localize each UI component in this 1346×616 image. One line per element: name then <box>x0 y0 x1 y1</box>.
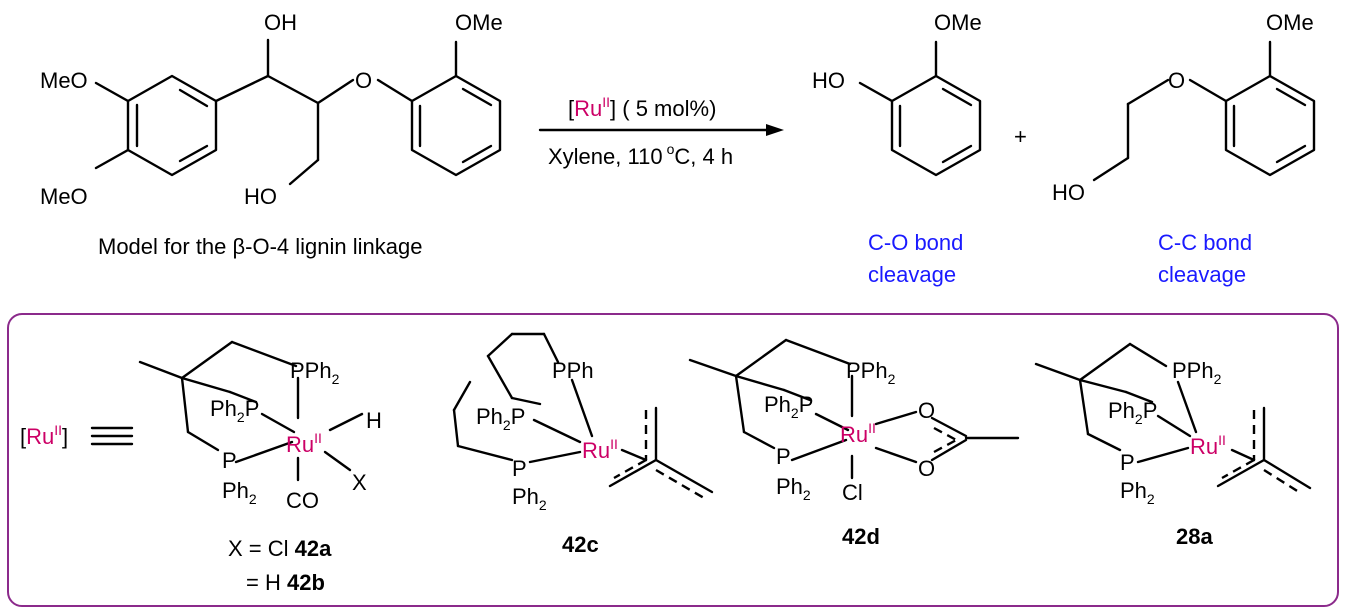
reaction-arrow <box>538 124 784 136</box>
x-h-line: = H 42b <box>246 570 325 595</box>
pph2-label-28a: PPh2 <box>1172 358 1222 387</box>
ph2-label-42d: Ph2 <box>776 474 811 503</box>
substrate-caption: Model for the β-O-4 lignin linkage <box>98 234 422 259</box>
ph2-label-28a: Ph2 <box>1120 478 1155 507</box>
co-label-42a: CO <box>286 488 319 513</box>
ru-definition-label: [RuII] <box>20 422 68 449</box>
ph2-label-42c: Ph2 <box>512 484 547 513</box>
oh-label: OH <box>264 10 297 35</box>
catalyst-box <box>7 313 1339 607</box>
ho-label-guaiacol: HO <box>812 68 845 93</box>
meo-label-bottom: MeO <box>40 184 88 209</box>
product1-caption-line1: C-O bond <box>868 230 963 255</box>
ph2-label-42a: Ph2 <box>222 478 257 507</box>
ether-o-product2: O <box>1168 68 1185 93</box>
pph-label-42c: PPh <box>552 358 594 383</box>
ph2p-label-42c: Ph2P <box>476 404 525 433</box>
ho-label-substrate: HO <box>244 184 277 209</box>
meo-label-top: MeO <box>40 68 88 93</box>
guaiacol-molecule <box>858 40 982 177</box>
o-bottom-42d: O <box>918 456 935 481</box>
product2-caption-line1: C-C bond <box>1158 230 1252 255</box>
complex-42d <box>688 338 1020 480</box>
ru-center-42c: RuII <box>582 436 618 463</box>
product1-caption-line2: cleavage <box>868 262 956 287</box>
ru-center-42d: RuII <box>840 420 876 447</box>
o-top-42d: O <box>918 398 935 423</box>
ph2p-label-42d: Ph2P <box>764 392 813 421</box>
product2-caption-line2: cleavage <box>1158 262 1246 287</box>
equiv-symbol <box>90 426 134 446</box>
ho-label-product2: HO <box>1052 180 1085 205</box>
label-28a: 28a <box>1176 524 1213 549</box>
p-label-42d: P <box>776 444 791 469</box>
p-label-42c: P <box>512 456 527 481</box>
complex-42a <box>138 340 364 482</box>
cl-label-42d: Cl <box>842 480 863 505</box>
ru-center-28a: RuII <box>1190 432 1226 459</box>
ome-label-product2: OMe <box>1266 10 1314 35</box>
hydride-label-42a: H <box>366 408 382 433</box>
complex-28a <box>1034 342 1312 496</box>
ph2p-label-28a: Ph2P <box>1108 398 1157 427</box>
catalyst-text: [RuII] ( 5 mol%) <box>568 94 716 121</box>
complex-42c <box>452 332 714 500</box>
substrate-molecule <box>94 38 502 186</box>
ru-center-42a: RuII <box>286 430 322 457</box>
ome-label-guaiacol: OMe <box>934 10 982 35</box>
ph2p-label-42a: Ph2P <box>210 396 259 425</box>
x-label-42a: X <box>352 470 367 495</box>
p-label-28a: P <box>1120 450 1135 475</box>
label-42d: 42d <box>842 524 880 549</box>
x-cl-line: X = Cl 42a <box>228 536 332 561</box>
p-label-42a: P <box>222 448 237 473</box>
ether-o-label: O <box>355 68 372 93</box>
ome-label-substrate: OMe <box>455 10 503 35</box>
ethanol-ether-molecule <box>1092 40 1316 182</box>
label-42c: 42c <box>562 532 599 557</box>
pph2-label-42a: PPh2 <box>290 358 340 387</box>
plus-sign: + <box>1014 124 1027 149</box>
pph2-label-42d: PPh2 <box>846 358 896 387</box>
